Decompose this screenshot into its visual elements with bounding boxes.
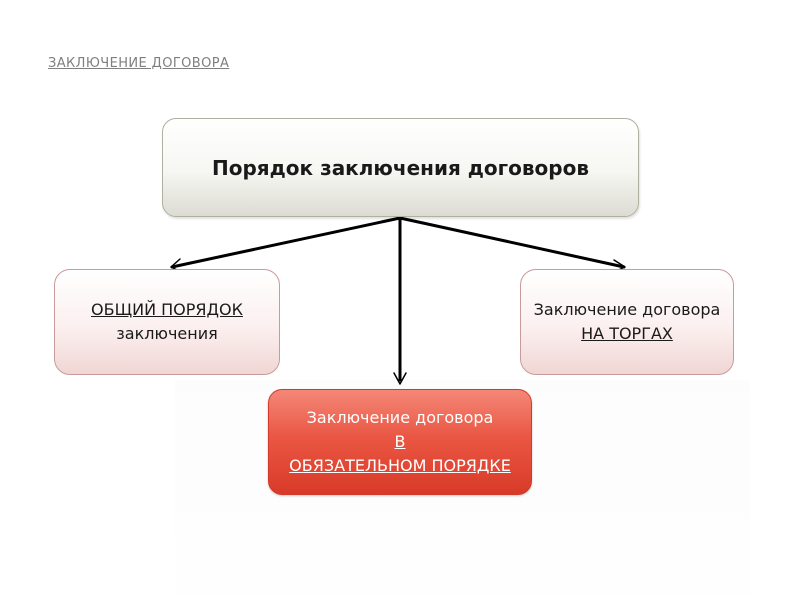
arrow-to-right bbox=[398, 216, 626, 269]
left-node: ОБЩИЙ ПОРЯДОК заключения bbox=[54, 269, 280, 375]
right-node-line2: НА ТОРГАХ bbox=[581, 324, 673, 343]
arrow-to-left bbox=[170, 216, 402, 269]
main-node: Порядок заключения договоров bbox=[162, 118, 639, 217]
right-node: Заключение договора НА ТОРГАХ bbox=[520, 269, 734, 375]
main-node-label: Порядок заключения договоров bbox=[212, 155, 589, 180]
right-node-line1: Заключение договора bbox=[533, 300, 721, 319]
left-node-line2: заключения bbox=[116, 324, 218, 343]
arrow-head-bottom bbox=[393, 372, 407, 385]
left-node-line1: ОБЩИЙ ПОРЯДОК bbox=[91, 300, 243, 319]
page-title: ЗАКЛЮЧЕНИЕ ДОГОВОРА bbox=[48, 56, 230, 71]
bottom-node: Заключение договора В ОБЯЗАТЕЛЬНОМ ПОРЯД… bbox=[268, 389, 532, 495]
bottom-node-line3: ОБЯЗАТЕЛЬНОМ ПОРЯДКЕ bbox=[289, 456, 511, 475]
bottom-node-line2: В bbox=[394, 432, 406, 451]
bottom-node-line1: Заключение договора bbox=[306, 408, 494, 427]
